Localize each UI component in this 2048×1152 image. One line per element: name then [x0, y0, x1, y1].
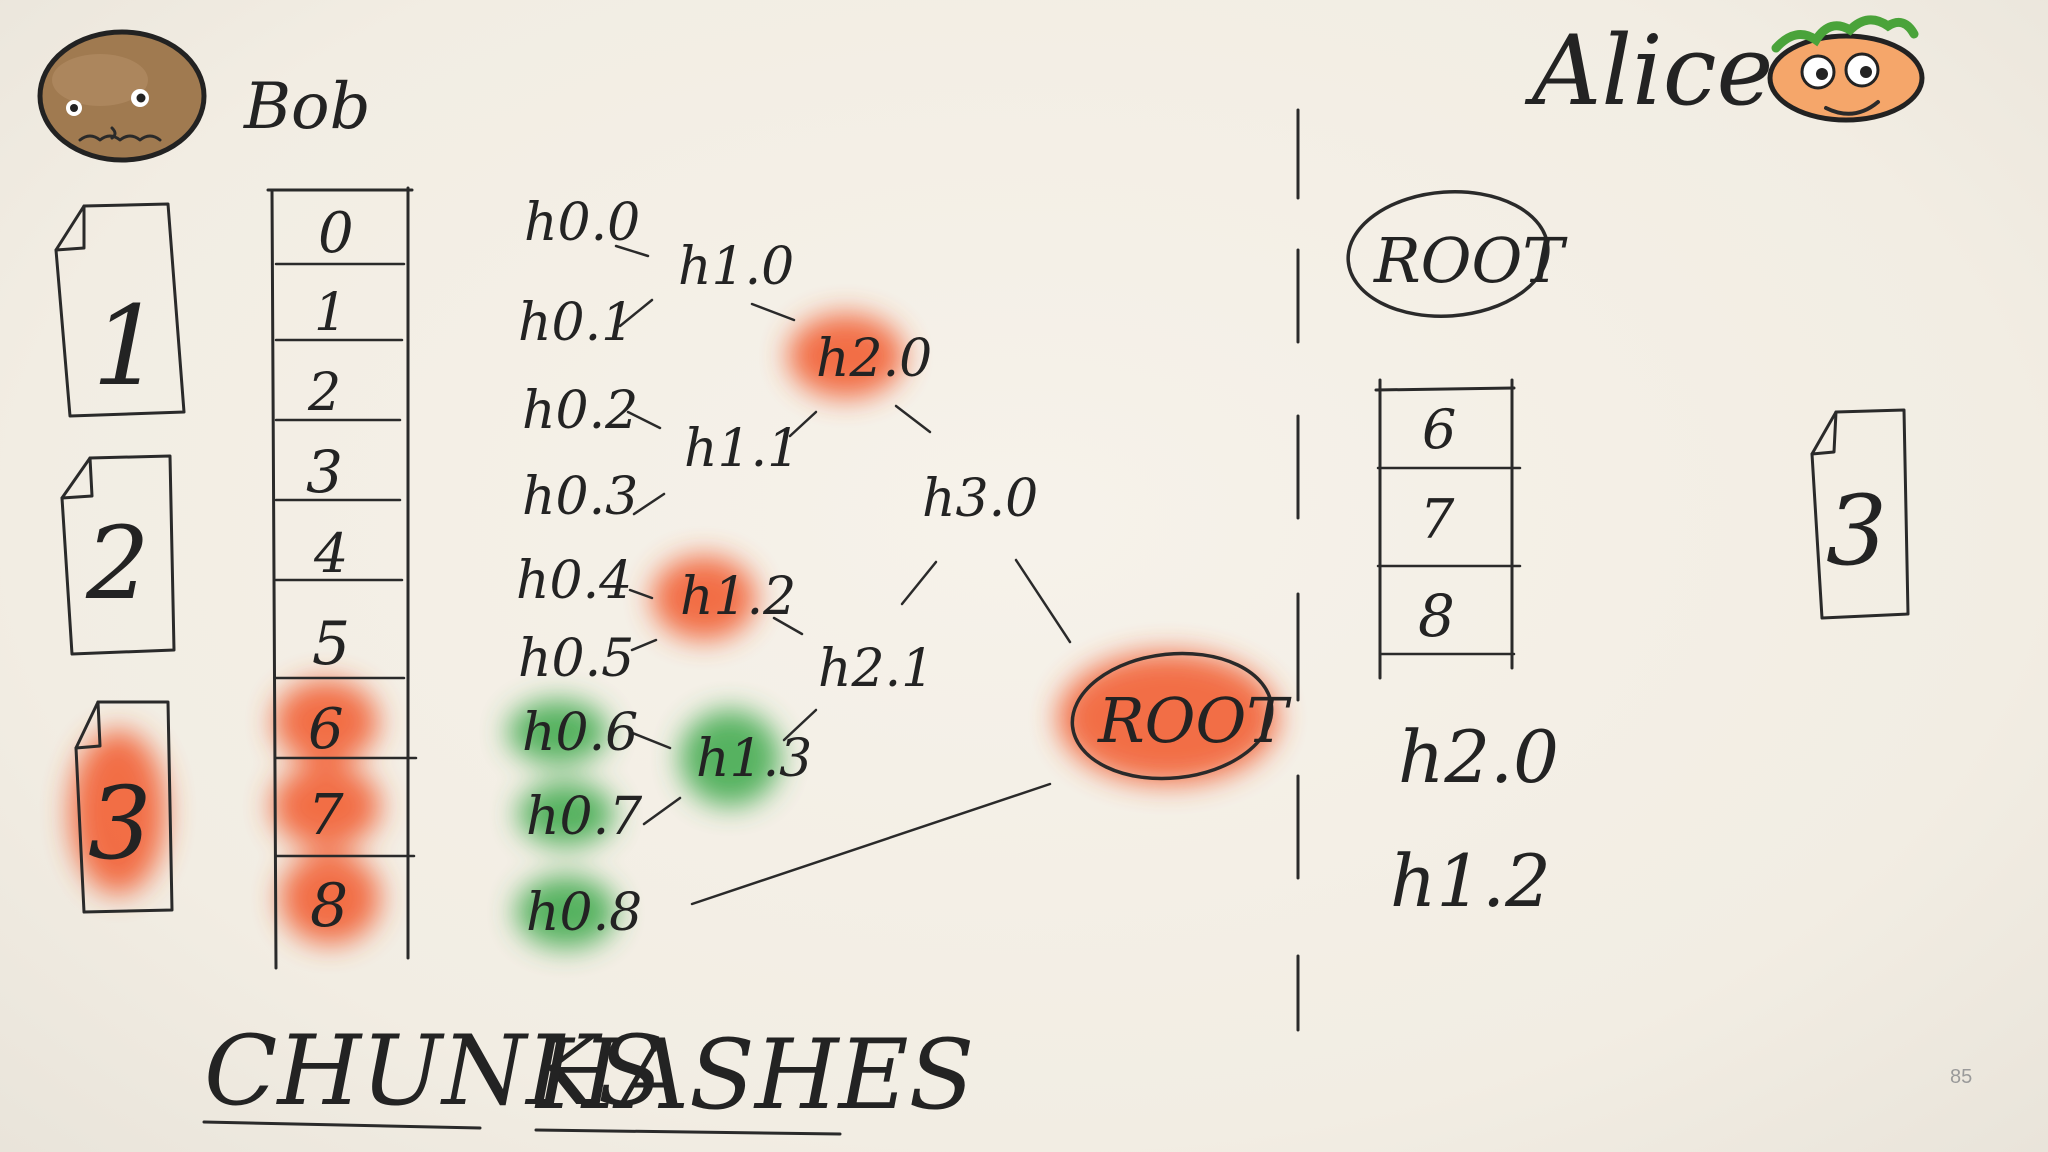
- chunks-column: 0 1 2 3 4 5 6 7 8: [266, 186, 418, 970]
- chunks-section-label: CHUNKS: [204, 1015, 664, 1127]
- file-label: 3: [88, 765, 152, 882]
- chunk-cell: 3: [306, 438, 343, 506]
- chunk-cell: 7: [308, 783, 344, 848]
- alice-name: Alice: [1524, 15, 1773, 127]
- alice-chunk-cell: 7: [1420, 488, 1455, 551]
- hash-node: h0.7: [526, 787, 643, 847]
- chunk-cell: 5: [312, 609, 350, 679]
- alice-file-label: 3: [1826, 475, 1887, 587]
- highlight-layer: [70, 314, 1278, 948]
- root-highlight: [1058, 652, 1278, 784]
- chunk-cell: 1: [314, 283, 347, 343]
- alice-hash: h1.2: [1390, 839, 1551, 923]
- hash-node: h0.0: [524, 193, 640, 253]
- hash-node: h1.3: [696, 729, 812, 789]
- hash-node: h1.2: [680, 567, 796, 627]
- chunk-8-highlight: [280, 852, 380, 944]
- h1-2-highlight: [652, 556, 756, 640]
- alice-hash: h2.0: [1398, 715, 1559, 799]
- alice-root-label: ROOT: [1373, 224, 1568, 297]
- hashes-section-label: HASHES: [534, 1019, 974, 1131]
- alice-received-hashes: h2.0 h1.2: [1390, 715, 1559, 923]
- alice-chunks-column: 6 7 8: [1374, 378, 1522, 680]
- tree-edges: [614, 244, 1072, 906]
- chunk-6-highlight: [274, 680, 378, 764]
- h0-7-highlight: [518, 782, 614, 846]
- hash-node: h0.8: [526, 883, 642, 943]
- section-labels: CHUNKS HASHES: [202, 1015, 974, 1136]
- chunk-cell: 2: [307, 363, 341, 423]
- h0-6-highlight: [508, 700, 608, 764]
- hash-node: h0.4: [516, 551, 632, 611]
- bob-avatar: [37, 29, 207, 163]
- alice-chunk-cell: 6: [1422, 398, 1456, 461]
- hash-node: h0.2: [522, 381, 638, 441]
- h1-3-highlight: [680, 710, 780, 806]
- bob-files: 1 2 3: [54, 202, 186, 914]
- hash-labels: h0.0 h0.1 h0.2 h0.3 h0.4 h0.5 h0.6 h0.7 …: [516, 193, 1038, 943]
- hash-node: h0.3: [522, 467, 638, 527]
- bob-root-node: ROOT: [1070, 651, 1292, 781]
- chunk-cell: 4: [313, 522, 348, 585]
- h2-0-highlight: [788, 314, 904, 398]
- hash-node: h1.0: [678, 237, 794, 297]
- hash-node: h0.5: [518, 629, 634, 689]
- h0-8-highlight: [516, 876, 616, 948]
- chunk-cell: 6: [308, 697, 344, 762]
- chunk-7-highlight: [272, 764, 380, 848]
- file-page: 3: [74, 700, 174, 914]
- file-3-highlight: [70, 730, 166, 894]
- bob-name: Bob: [243, 70, 371, 144]
- hash-node: h2.1: [818, 639, 934, 699]
- chunk-cell: 0: [318, 201, 354, 266]
- file-label: 1: [92, 282, 162, 410]
- root-label: ROOT: [1097, 684, 1292, 757]
- hash-node: h2.0: [816, 329, 932, 389]
- alice-avatar: [1767, 15, 1925, 123]
- hash-node: h3.0: [922, 469, 1038, 529]
- hash-node: h0.1: [518, 293, 634, 353]
- file-page: 2: [60, 454, 176, 656]
- file-page: 1: [54, 202, 186, 418]
- alice-chunk-cell: 8: [1418, 582, 1455, 650]
- hash-node: h1.1: [684, 419, 800, 479]
- page-number: 85: [1950, 1066, 1973, 1088]
- file-label: 2: [85, 505, 150, 622]
- hash-node: h0.6: [522, 703, 638, 763]
- alice-root-node: ROOT: [1346, 190, 1568, 318]
- chunk-cell: 8: [310, 871, 348, 941]
- alice-file: 3: [1810, 408, 1910, 620]
